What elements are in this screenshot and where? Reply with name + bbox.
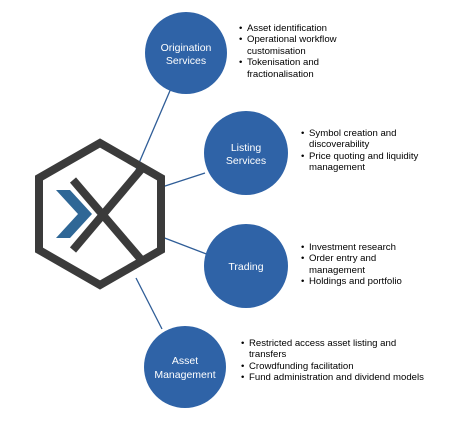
list-item: Investment research (301, 242, 416, 254)
service-circle-listing: Listing Services (204, 111, 288, 195)
service-circle-origination: Origination Services (145, 12, 227, 94)
logo-x-stroke-a (69, 177, 148, 266)
list-item: Fund administration and dividend models (241, 372, 426, 384)
list-item: Asset identification (239, 23, 369, 35)
circle-title-line-1: Trading (228, 261, 263, 273)
listing-bullet-list: Symbol creation and discoverability Pric… (301, 128, 426, 174)
hexagon-outline (35, 138, 165, 290)
trading-bullet-list: Investment research Order entry and mana… (301, 242, 416, 288)
list-item: Symbol creation and discoverability (301, 128, 426, 151)
service-circle-trading: Trading (204, 224, 288, 308)
service-circle-asset: Asset Management (144, 326, 226, 408)
connector-trading (161, 236, 210, 256)
connector-origination (135, 85, 173, 171)
connector-lines (135, 85, 210, 330)
circle-title-line-2: Services (166, 55, 206, 67)
list-item: Order entry and management (301, 253, 416, 276)
connector-listing (161, 172, 206, 188)
list-item: Holdings and portfolio (301, 276, 416, 288)
circle-title-line-1: Asset (172, 355, 198, 367)
chevron-right-icon (56, 190, 92, 238)
circle-title-line-1: Listing (231, 142, 262, 154)
logo-x-stroke-b (69, 163, 148, 253)
list-item: Operational workflow customisation (239, 34, 369, 57)
list-item: Tokenisation and fractionalisation (239, 57, 369, 80)
asset-bullet-list: Restricted access asset listing and tran… (241, 338, 426, 384)
list-item: Crowdfunding facilitation (241, 361, 426, 373)
circle-title-line-2: Management (154, 369, 215, 381)
list-item: Restricted access asset listing and tran… (241, 338, 426, 361)
list-item: Price quoting and liquidity management (301, 151, 426, 174)
origination-bullet-list: Asset identification Operational workflo… (239, 23, 369, 80)
connector-asset (135, 277, 163, 330)
circle-title-line-2: Services (226, 155, 266, 167)
hexagon-x-logo (35, 138, 165, 290)
circle-title-line-1: Origination (161, 42, 212, 54)
